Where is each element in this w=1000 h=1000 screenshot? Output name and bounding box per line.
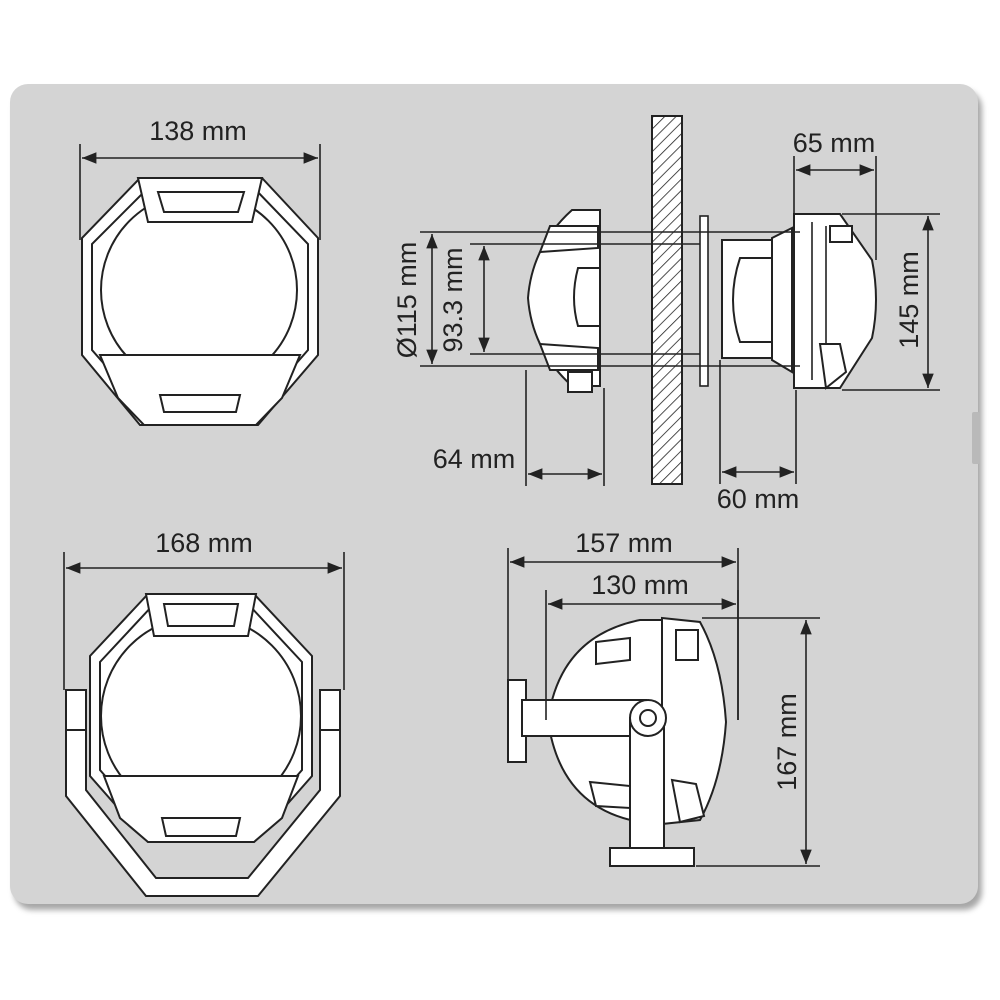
bracket-total-depth-label: 157 mm bbox=[575, 528, 673, 558]
protrusion-dimension: 60 mm bbox=[717, 360, 800, 514]
diameter-label: Ø115 mm bbox=[392, 242, 422, 359]
front-height-dimension: 145 mm bbox=[842, 213, 940, 391]
front-height-label: 145 mm bbox=[894, 251, 924, 349]
bracket-width-label: 168 mm bbox=[155, 528, 253, 558]
cutout-label: 93.3 mm bbox=[438, 247, 468, 352]
front-width-label: 138 mm bbox=[149, 116, 247, 146]
cutout-dimension: 93.3 mm bbox=[438, 245, 490, 353]
front-width-dimension: 138 mm bbox=[79, 116, 321, 240]
front-depth-label: 65 mm bbox=[793, 128, 876, 158]
bracket-total-depth-dimension: 157 mm bbox=[507, 528, 739, 720]
front-view-lamp bbox=[81, 177, 319, 426]
bracket-body-depth-dimension: 130 mm bbox=[545, 570, 739, 720]
bracket-width-dimension: 168 mm bbox=[63, 528, 345, 690]
diameter-dimension: Ø115 mm bbox=[392, 234, 438, 364]
mounting-wall bbox=[651, 115, 709, 485]
center-lines bbox=[420, 231, 800, 367]
bracket-height-dimension: 167 mm bbox=[696, 617, 820, 867]
rear-housing bbox=[526, 209, 601, 393]
bracket-body-depth-label: 130 mm bbox=[591, 570, 689, 600]
protrusion-label: 60 mm bbox=[717, 484, 800, 514]
behind-depth-label: 64 mm bbox=[433, 444, 516, 474]
panel-edge-tab bbox=[972, 412, 980, 464]
bracket-side-view bbox=[507, 616, 728, 867]
bracket-height-label: 167 mm bbox=[772, 693, 802, 791]
behind-depth-dimension: 64 mm bbox=[433, 370, 605, 486]
bracket-front-view bbox=[65, 593, 341, 897]
front-housing bbox=[721, 213, 877, 390]
front-depth-dimension: 65 mm bbox=[793, 128, 877, 260]
